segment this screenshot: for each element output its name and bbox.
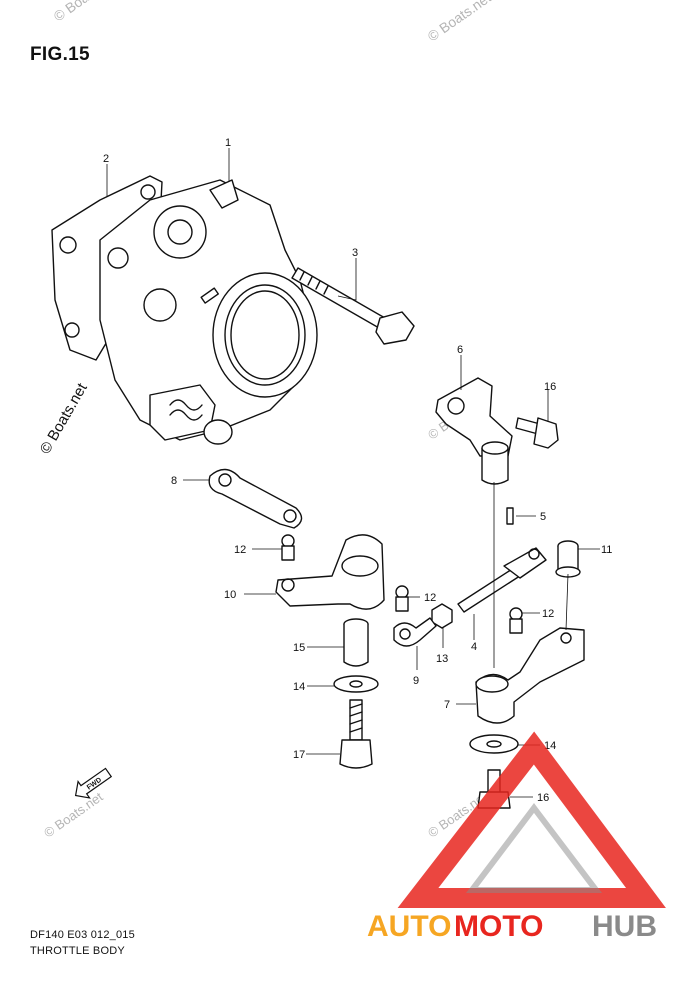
callouts: 1 2 3 4 5 6 7 8 9 10 11 12 12 12 13 14 1… — [103, 137, 612, 804]
callout-label: 4 — [471, 641, 477, 653]
leader-lines — [106, 148, 600, 798]
callout-label: 5 — [540, 511, 546, 523]
lever-part-7 — [475, 627, 585, 724]
washer-part-14-left — [333, 675, 379, 693]
figure-title: FIG.15 — [30, 44, 90, 65]
link-rod-part-8 — [208, 468, 303, 529]
callout-label: 11 — [601, 544, 612, 556]
bolt-part-16-upper — [515, 417, 559, 449]
callout-label: 12 — [424, 592, 436, 604]
callout-label: 1 — [225, 137, 231, 149]
automotohub-logo-text: AUTO MOTO HUB — [367, 910, 657, 943]
pin-part-5 — [506, 507, 514, 525]
washer-part-14-right — [469, 734, 519, 754]
callout-label: 12 — [542, 608, 554, 620]
automotohub-logo-mark — [397, 731, 666, 908]
ball-stud-part-12 — [509, 607, 523, 634]
watermarks: © Boats.net © Boats.net © Boats.net © Bo… — [37, 0, 494, 840]
logo-text-moto: MOTO — [454, 910, 543, 943]
callout-label: 6 — [457, 344, 463, 356]
callout-label: 15 — [293, 642, 305, 654]
footer-code: DF140 E03 012_015 — [30, 929, 135, 941]
callout-label: 7 — [444, 699, 450, 711]
callout-label: 17 — [293, 749, 305, 761]
stud-part-11 — [555, 540, 581, 578]
rod-end-part-9 — [393, 617, 437, 647]
collar-part-15 — [343, 618, 369, 667]
footer-name: THROTTLE BODY — [30, 945, 125, 957]
bracket-part-6 — [435, 377, 513, 485]
callout-label: 13 — [436, 653, 448, 665]
callout-label: 16 — [537, 792, 549, 804]
callout-label: 2 — [103, 153, 109, 165]
watermark-text: © Boats.net — [37, 380, 91, 457]
ball-stud-part-12 — [281, 534, 295, 561]
callout-label: 14 — [293, 681, 305, 693]
bolt-part-3 — [291, 267, 415, 345]
lever-part-10 — [275, 534, 385, 610]
logo-text-hub: HUB — [592, 910, 657, 943]
callout-label: 8 — [171, 475, 177, 487]
throttle-body-part-1 — [99, 179, 318, 445]
watermark-text: © Boats.net — [41, 789, 106, 841]
watermark-text: © Boats.net — [425, 0, 494, 44]
callout-label: 16 — [544, 381, 556, 393]
watermark-text: © Boats.net — [51, 0, 120, 24]
fwd-label: FWD — [86, 777, 103, 792]
callout-label: 3 — [352, 247, 358, 259]
ball-stud-part-12 — [395, 585, 409, 612]
callout-label: 10 — [224, 589, 236, 601]
bolt-part-17 — [339, 699, 373, 769]
rod-part-4 — [457, 547, 547, 613]
callout-label: 9 — [413, 675, 419, 687]
logo-text-auto: AUTO — [367, 910, 451, 943]
callout-label: 12 — [234, 544, 246, 556]
